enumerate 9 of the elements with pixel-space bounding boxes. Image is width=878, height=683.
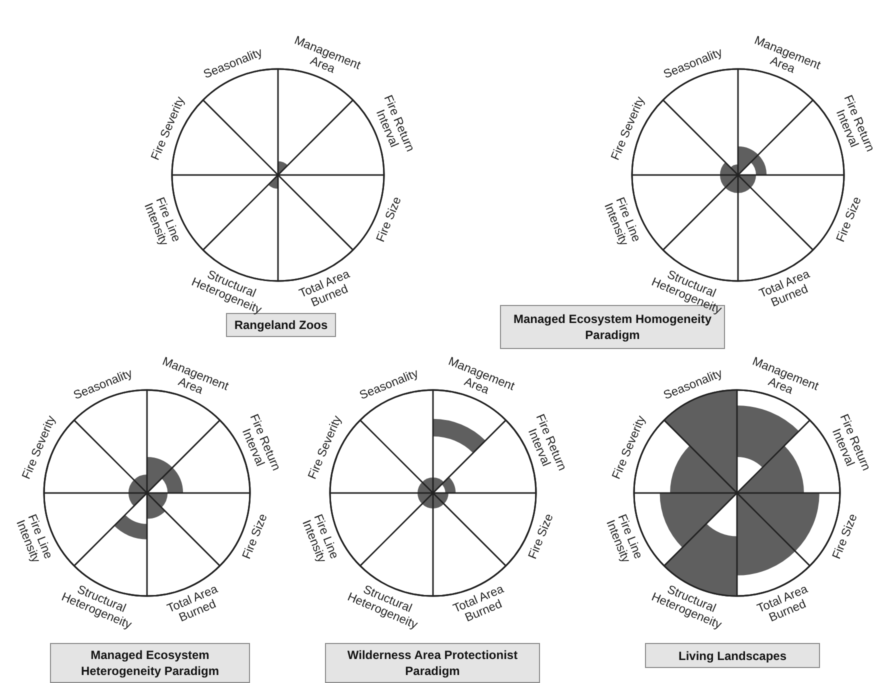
- panel-title-box: Wilderness Area Protectionist Paradigm: [325, 643, 540, 683]
- axis-label: Fire Size: [832, 194, 866, 246]
- panel-title-box: Managed Ecosystem Heterogeneity Paradigm: [50, 643, 250, 683]
- axis-label: Fire Size: [524, 511, 558, 564]
- axis-label: Fire Size: [372, 194, 406, 246]
- panel-title-box: Rangeland Zoos: [226, 313, 336, 337]
- axis-label: Fire Size: [828, 511, 862, 564]
- panel-title-box: Living Landscapes: [645, 643, 820, 668]
- axis-label: Fire Size: [238, 511, 272, 564]
